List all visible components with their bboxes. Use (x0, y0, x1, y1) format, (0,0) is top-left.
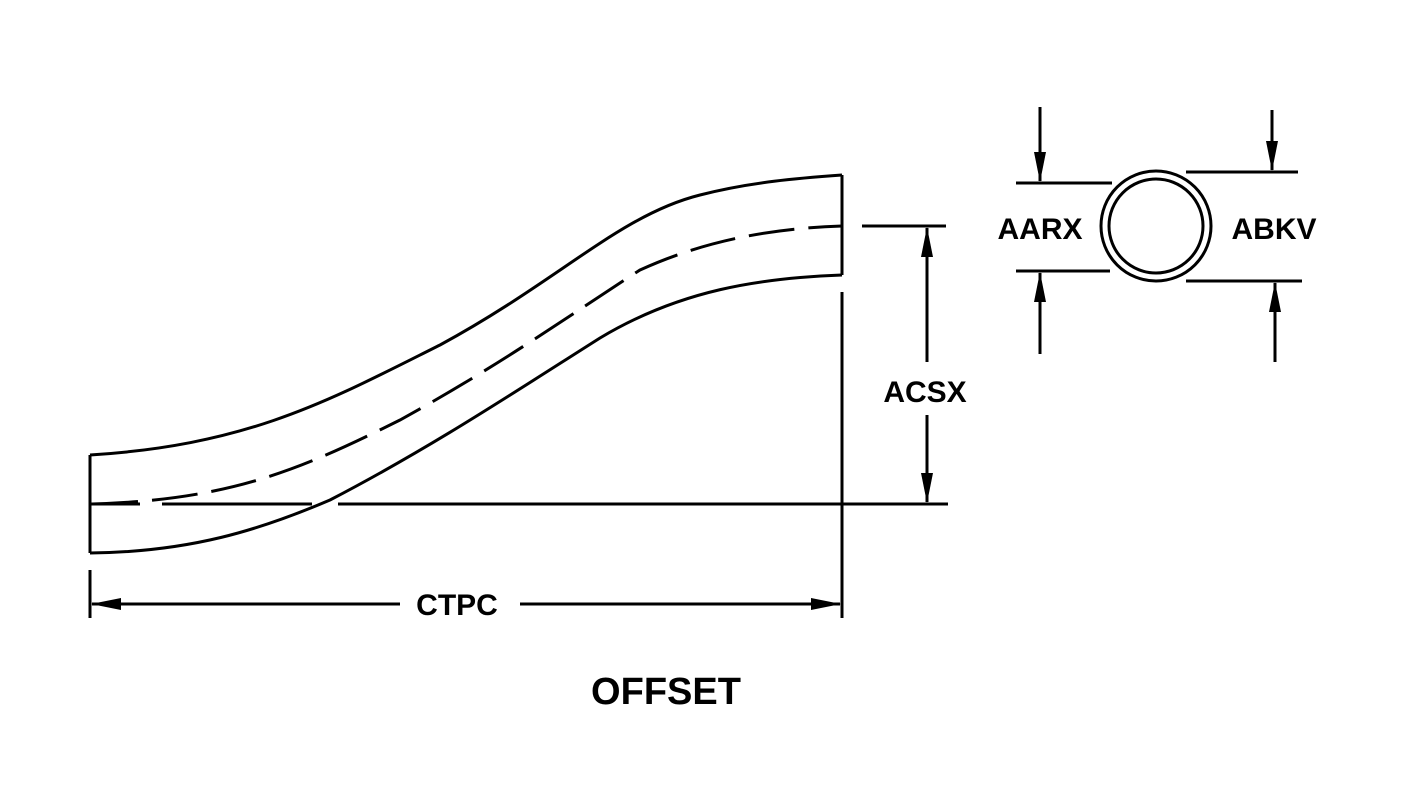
length-label: CTPC (416, 589, 498, 622)
tube-upper-wall (89, 173, 843, 457)
tube-lower-wall (89, 273, 843, 555)
tube-cross-section (1099, 169, 1213, 283)
diagram-caption: OFFSET (591, 671, 741, 713)
inner-wall-circle (1107, 177, 1205, 275)
offset-label: ACSX (883, 376, 966, 409)
inner-diameter-dimension (1186, 110, 1302, 362)
tube-centerline (91, 224, 843, 506)
outer-diameter-dimension (1016, 107, 1112, 354)
extension-lines (88, 224, 948, 618)
inner-diameter-label: ABKV (1231, 213, 1316, 246)
outer-diameter-label: AARX (997, 213, 1082, 246)
outer-wall-circle (1099, 169, 1213, 283)
tube-side-view (88, 173, 844, 555)
